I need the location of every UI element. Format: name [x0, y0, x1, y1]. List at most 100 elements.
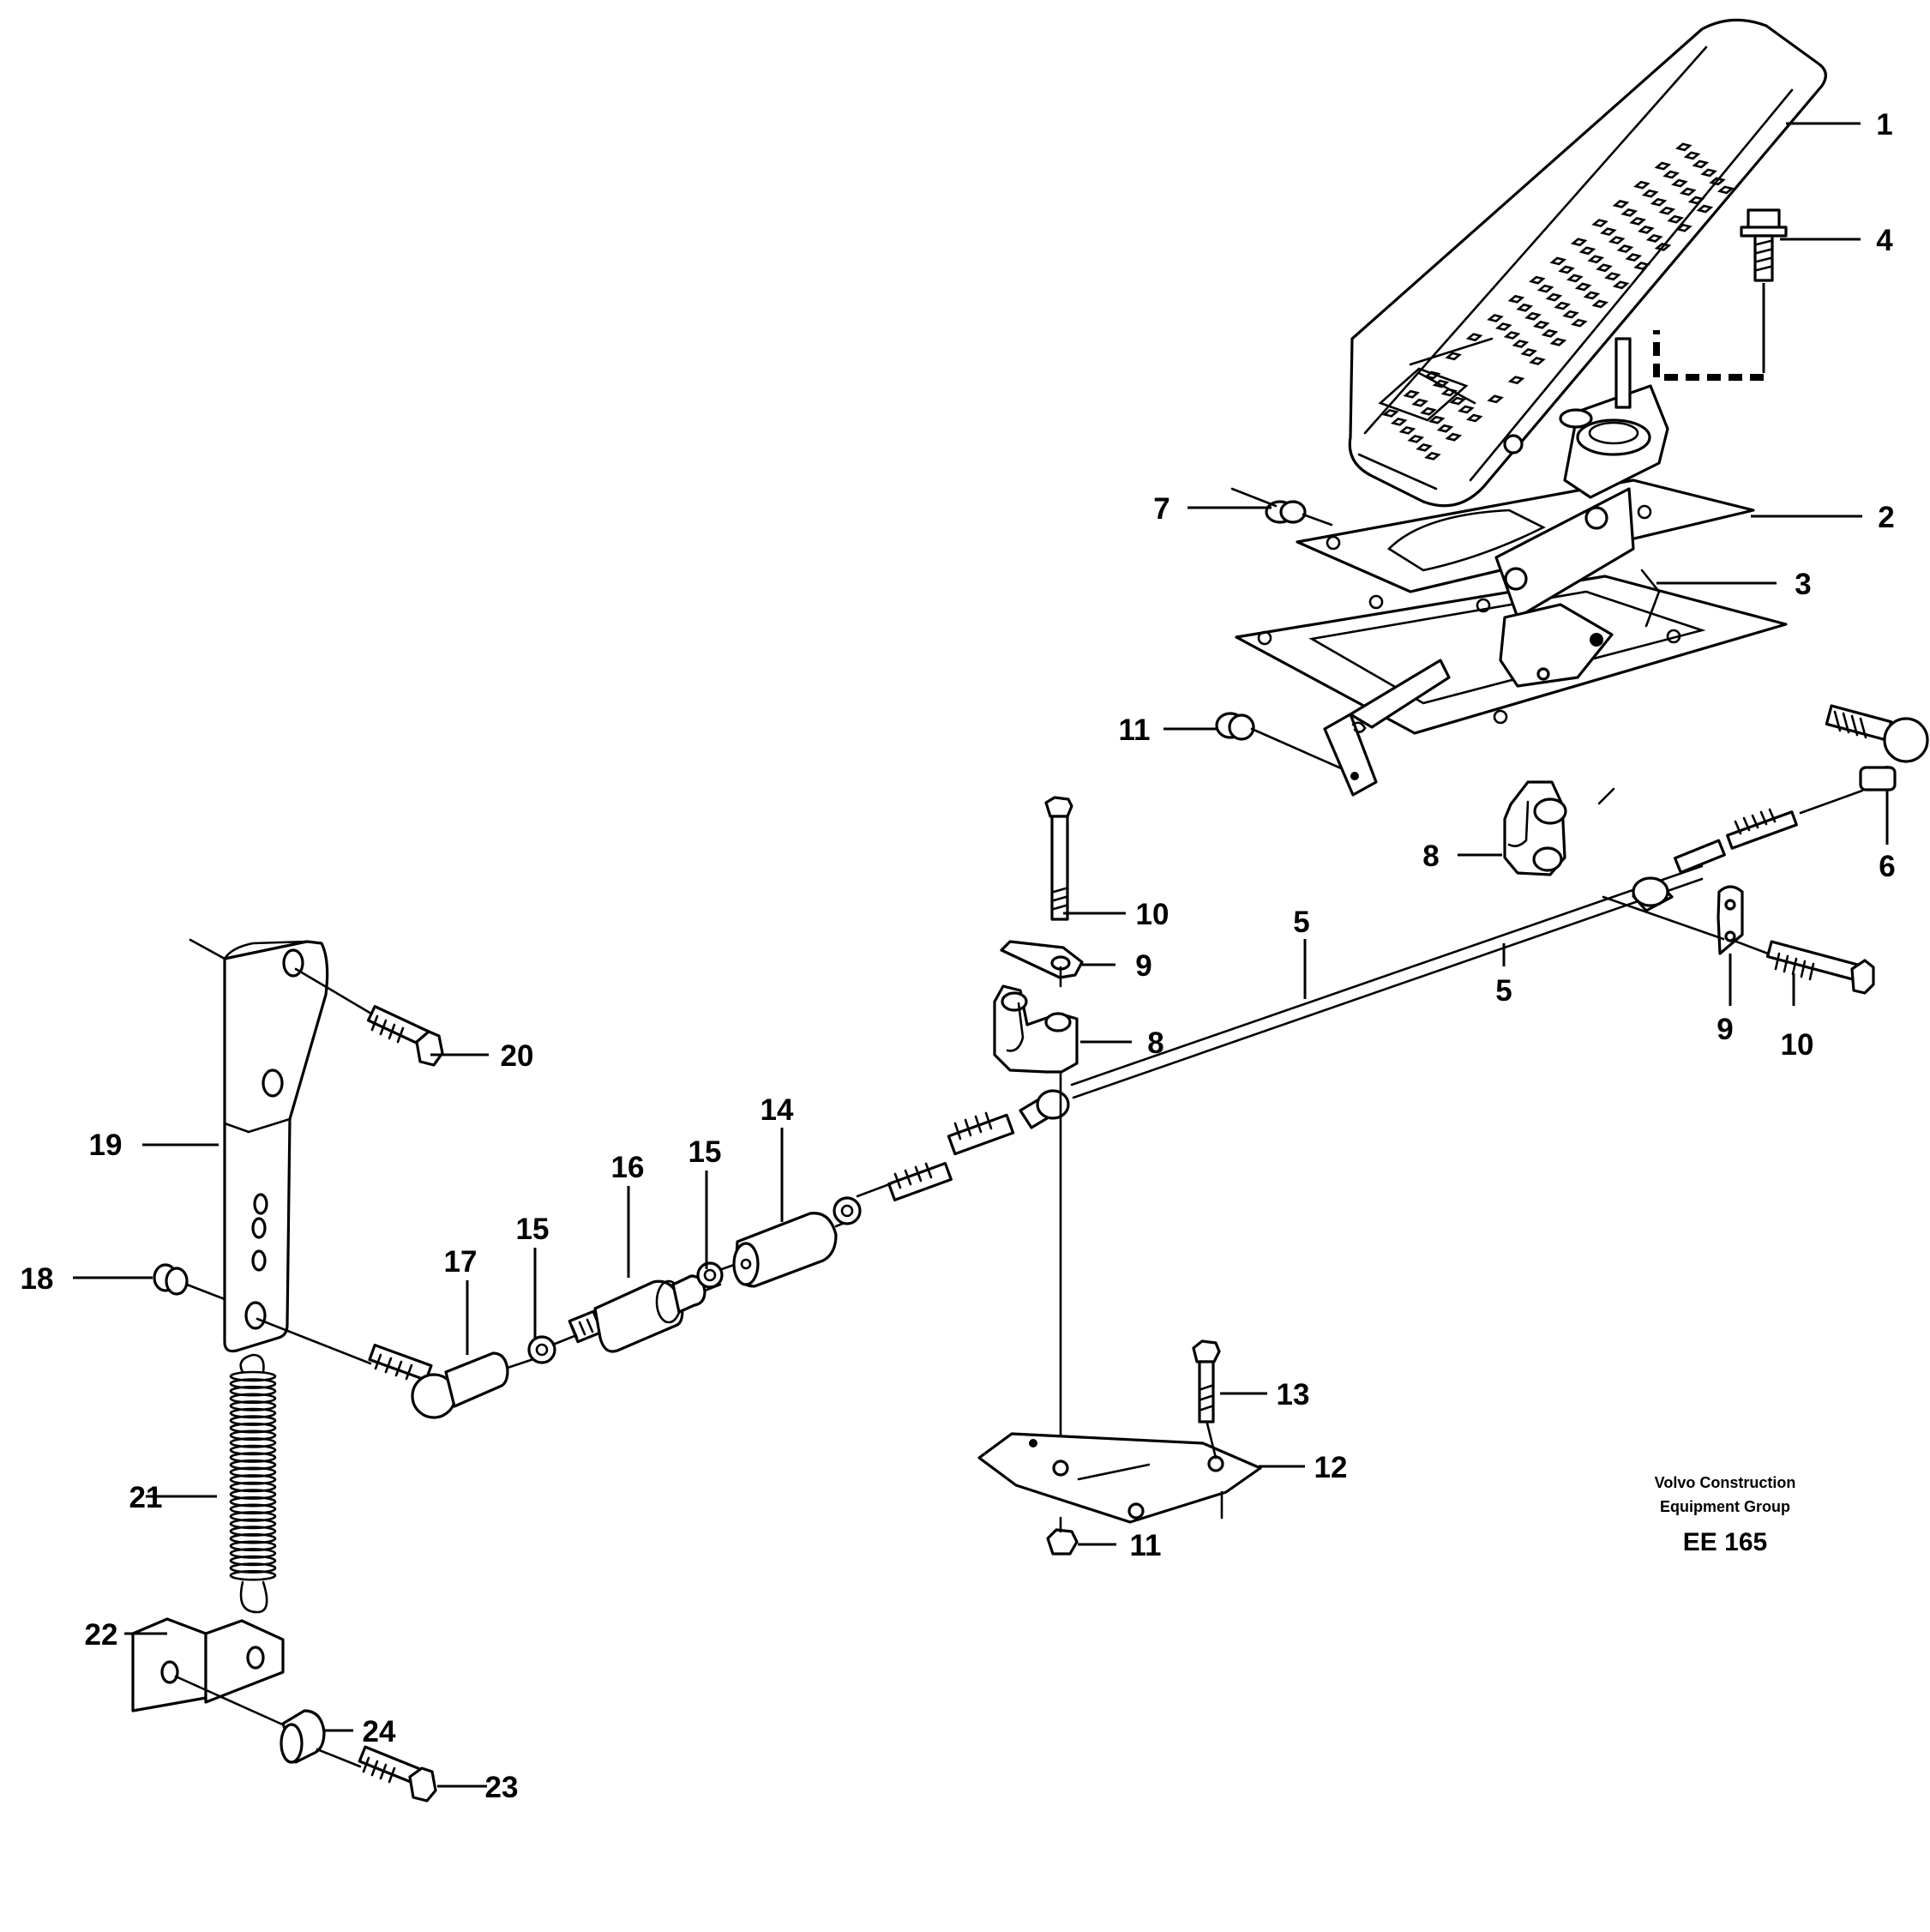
tread-mark: [1570, 238, 1588, 247]
callout-2: 2: [1878, 501, 1894, 534]
spring-coil: [229, 1459, 277, 1471]
callout-leaders: [73, 122, 1862, 1788]
sleeve-14: [732, 1212, 846, 1288]
bolt-4: [1653, 208, 1788, 381]
spring-coil: [229, 1518, 277, 1530]
callout-13: 13: [1277, 1378, 1310, 1411]
pedal-hinge-bracket: [1494, 337, 1669, 688]
tread-mark: [1445, 432, 1463, 442]
spring-coil: [229, 1503, 277, 1515]
spring-coil: [229, 1548, 277, 1559]
tread-mark: [1667, 214, 1684, 224]
tread-mark: [1411, 398, 1428, 407]
credit-group: Equipment Group: [1660, 1498, 1790, 1515]
tread-mark: [1687, 196, 1705, 205]
washer-18: [153, 1263, 226, 1301]
tread-mark: [1658, 206, 1676, 215]
tread-mark: [1558, 265, 1575, 274]
cable-clamp-8-upper: [1503, 780, 1567, 876]
tread-mark: [1638, 226, 1655, 234]
tread-mark: [1683, 151, 1701, 160]
callout-5-right: 5: [1495, 974, 1512, 1008]
cable-clamp-8-center: [993, 984, 1079, 1074]
tread-mark: [1520, 348, 1537, 357]
callout-12: 12: [1314, 1451, 1348, 1484]
spring-coil: [229, 1370, 277, 1382]
callout-6: 6: [1879, 850, 1895, 883]
tread-mark: [1529, 275, 1546, 285]
tread-mark: [1591, 299, 1609, 309]
tread-mark: [1692, 159, 1710, 169]
tread-mark: [1671, 178, 1688, 188]
spring-coil: [229, 1532, 277, 1544]
spring-coil: [229, 1437, 277, 1448]
tread-mark: [1709, 177, 1726, 186]
spring-coil: [229, 1452, 277, 1463]
tread-mark: [1549, 256, 1567, 266]
tread-mark: [1533, 320, 1550, 329]
callout-16: 16: [611, 1151, 645, 1184]
callout-9-center: 9: [1135, 949, 1151, 983]
callout-23: 23: [485, 1771, 519, 1804]
callout-15-left: 15: [516, 1213, 550, 1246]
tread-mark: [1675, 223, 1693, 232]
tread-mark: [1662, 170, 1680, 179]
pedal-tread-pattern: [1378, 142, 1735, 460]
tread-mark: [1390, 417, 1408, 426]
callout-10-center: 10: [1136, 898, 1169, 931]
tread-mark: [1465, 413, 1483, 423]
tread-mark: [1403, 389, 1421, 399]
tread-mark: [1420, 406, 1437, 416]
tread-mark: [1487, 394, 1504, 404]
tread-mark: [1507, 376, 1525, 385]
tread-mark: [1562, 310, 1579, 319]
pedal-pad: [1348, 18, 1827, 508]
callout-14: 14: [761, 1093, 794, 1127]
tread-mark: [1625, 253, 1643, 262]
spring-coil: [229, 1422, 277, 1434]
tread-mark: [1717, 185, 1735, 195]
tread-mark: [1654, 161, 1672, 171]
angle-bracket-22: [131, 1617, 298, 1732]
spring-coil: [229, 1393, 277, 1405]
tread-mark: [1654, 242, 1672, 251]
tread-mark: [1416, 442, 1433, 452]
bolt-10-center: [1044, 796, 1073, 921]
clip-9-center: [1000, 940, 1084, 988]
tread-mark: [1629, 217, 1646, 226]
tread-mark: [1633, 262, 1650, 271]
nut-15-left: [506, 1334, 576, 1369]
tread-mark: [1696, 204, 1714, 214]
callout-15-right: 15: [688, 1135, 722, 1169]
spring-coil: [229, 1429, 277, 1441]
bolt-13: [1192, 1339, 1221, 1460]
tread-mark: [1512, 340, 1530, 348]
tread-mark: [1633, 180, 1650, 190]
spring-coil: [229, 1555, 277, 1567]
ball-joint-17: [256, 1317, 509, 1419]
tread-mark: [1407, 434, 1425, 443]
tread-mark: [1645, 234, 1663, 243]
tread-mark: [1587, 255, 1605, 264]
tread-mark: [1679, 187, 1697, 196]
spring-21: [229, 1353, 277, 1614]
callout-5-center: 5: [1293, 906, 1309, 939]
tread-mark: [1536, 284, 1554, 293]
tread-mark: [1436, 424, 1454, 433]
tread-mark: [1449, 396, 1466, 406]
mounting-plate-12: [977, 1432, 1262, 1524]
tread-mark: [1608, 236, 1626, 245]
tread-mark: [1494, 322, 1512, 331]
spring-coil: [229, 1481, 277, 1493]
lever-19: [189, 938, 329, 1353]
tread-mark: [1620, 208, 1638, 217]
callout-11-upper: 11: [1119, 713, 1151, 747]
callout-8-center: 8: [1147, 1026, 1163, 1060]
bolt-23: [358, 1745, 437, 1803]
tread-mark: [1549, 337, 1567, 346]
tread-mark: [1529, 357, 1546, 365]
callout-4: 4: [1876, 224, 1893, 257]
tread-mark: [1503, 331, 1521, 340]
tread-mark: [1554, 301, 1572, 310]
